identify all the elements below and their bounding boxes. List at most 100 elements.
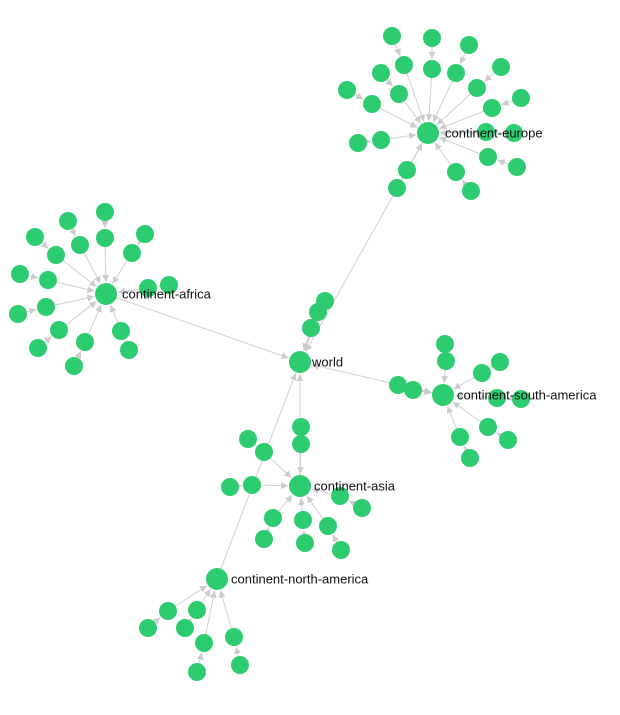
leaf-node[interactable] bbox=[460, 36, 478, 54]
leaf-node[interactable] bbox=[255, 443, 273, 461]
leaf-node[interactable] bbox=[512, 390, 530, 408]
leaf-node[interactable] bbox=[225, 628, 243, 646]
leaf-node[interactable] bbox=[9, 305, 27, 323]
edge-leaf-to-continent-europe bbox=[403, 64, 425, 122]
leaf-node[interactable] bbox=[491, 353, 509, 371]
leaf-node[interactable] bbox=[139, 619, 157, 637]
leaf-node[interactable] bbox=[221, 478, 239, 496]
leaf-node[interactable] bbox=[120, 341, 138, 359]
leaf-node[interactable] bbox=[349, 134, 367, 152]
node-continent-asia[interactable] bbox=[289, 475, 311, 497]
leaf-node[interactable] bbox=[479, 148, 497, 166]
leaf-node[interactable] bbox=[473, 364, 491, 382]
leaf-node[interactable] bbox=[136, 225, 154, 243]
label-world: world bbox=[311, 354, 343, 369]
leaf-node[interactable] bbox=[296, 534, 314, 552]
label-continent-south-america: continent-south-america bbox=[457, 387, 597, 402]
edge-leaf-to-continent-europe bbox=[432, 72, 457, 123]
leaf-node[interactable] bbox=[96, 203, 114, 221]
leaf-node[interactable] bbox=[447, 163, 465, 181]
leaf-node[interactable] bbox=[423, 29, 441, 47]
leaf-node[interactable] bbox=[492, 58, 510, 76]
leaf-node[interactable] bbox=[437, 352, 455, 370]
leaf-node[interactable] bbox=[292, 418, 310, 436]
leaf-node[interactable] bbox=[451, 428, 469, 446]
leaf-node[interactable] bbox=[512, 89, 530, 107]
leaf-node[interactable] bbox=[65, 357, 83, 375]
leaf-node[interactable] bbox=[461, 449, 479, 467]
leaf-node[interactable] bbox=[159, 602, 177, 620]
leaf-node[interactable] bbox=[26, 228, 44, 246]
leaf-node[interactable] bbox=[372, 131, 390, 149]
leaf-node[interactable] bbox=[398, 161, 416, 179]
node-continent-africa[interactable] bbox=[95, 283, 117, 305]
leaf-node[interactable] bbox=[483, 99, 501, 117]
leaf-node[interactable] bbox=[390, 85, 408, 103]
leaf-node[interactable] bbox=[294, 511, 312, 529]
leaf-node[interactable] bbox=[479, 418, 497, 436]
leaf-node[interactable] bbox=[477, 123, 495, 141]
leaf-node[interactable] bbox=[188, 601, 206, 619]
label-continent-north-america: continent-north-america bbox=[231, 571, 369, 586]
leaf-node[interactable] bbox=[389, 376, 407, 394]
leaf-node[interactable] bbox=[505, 124, 523, 142]
leaf-node[interactable] bbox=[395, 56, 413, 74]
leaf-node[interactable] bbox=[423, 60, 441, 78]
leaf-node[interactable] bbox=[37, 298, 55, 316]
leaf-node[interactable] bbox=[499, 431, 517, 449]
leaf-node[interactable] bbox=[372, 64, 390, 82]
leaf-node[interactable] bbox=[383, 27, 401, 45]
label-continent-asia: continent-asia bbox=[314, 478, 396, 493]
leaf-node[interactable] bbox=[50, 321, 68, 339]
leaf-node[interactable] bbox=[332, 541, 350, 559]
leaf-node[interactable] bbox=[338, 81, 356, 99]
leaf-node[interactable] bbox=[488, 389, 506, 407]
leaf-node[interactable] bbox=[59, 212, 77, 230]
leaf-node[interactable] bbox=[353, 499, 371, 517]
leaf-node[interactable] bbox=[123, 244, 141, 262]
node-world[interactable] bbox=[289, 351, 311, 373]
leaf-node[interactable] bbox=[319, 517, 337, 535]
edge-continent-africa-to-world bbox=[105, 293, 289, 360]
leaf-node[interactable] bbox=[160, 276, 178, 294]
leaf-node[interactable] bbox=[255, 530, 273, 548]
leaf-node[interactable] bbox=[331, 487, 349, 505]
leaf-node[interactable] bbox=[264, 509, 282, 527]
leaf-node[interactable] bbox=[363, 95, 381, 113]
leaf-node[interactable] bbox=[309, 303, 327, 321]
leaf-node[interactable] bbox=[462, 182, 480, 200]
label-continent-europe: continent-europe bbox=[445, 125, 543, 140]
edge-continent-north-america-to-world bbox=[216, 373, 297, 580]
leaf-node[interactable] bbox=[231, 656, 249, 674]
node-continent-north-america[interactable] bbox=[206, 568, 228, 590]
leaf-node[interactable] bbox=[388, 179, 406, 197]
leaf-node[interactable] bbox=[239, 430, 257, 448]
leaf-node[interactable] bbox=[176, 619, 194, 637]
leaf-node[interactable] bbox=[96, 229, 114, 247]
leaf-node[interactable] bbox=[404, 381, 422, 399]
nodes-layer bbox=[9, 27, 530, 681]
leaf-node[interactable] bbox=[292, 435, 310, 453]
leaf-node[interactable] bbox=[508, 158, 526, 176]
leaf-node[interactable] bbox=[436, 335, 454, 353]
node-continent-europe[interactable] bbox=[417, 122, 439, 144]
edge-leaf-to-continent-europe bbox=[436, 87, 478, 126]
leaf-node[interactable] bbox=[139, 279, 157, 297]
label-continent-africa: continent-africa bbox=[122, 286, 212, 301]
leaf-node[interactable] bbox=[11, 265, 29, 283]
leaf-node[interactable] bbox=[188, 663, 206, 681]
leaf-node[interactable] bbox=[71, 236, 89, 254]
leaf-node[interactable] bbox=[76, 333, 94, 351]
leaf-node[interactable] bbox=[468, 79, 486, 97]
leaf-node[interactable] bbox=[447, 64, 465, 82]
leaf-node[interactable] bbox=[47, 246, 65, 264]
leaf-node[interactable] bbox=[112, 322, 130, 340]
leaf-node[interactable] bbox=[243, 476, 261, 494]
leaf-node[interactable] bbox=[39, 271, 57, 289]
node-continent-south-america[interactable] bbox=[432, 384, 454, 406]
labels-layer: world continent-europe continent-africa … bbox=[122, 125, 597, 586]
leaf-node[interactable] bbox=[29, 339, 47, 357]
leaf-node[interactable] bbox=[195, 634, 213, 652]
leaf-node[interactable] bbox=[302, 319, 320, 337]
